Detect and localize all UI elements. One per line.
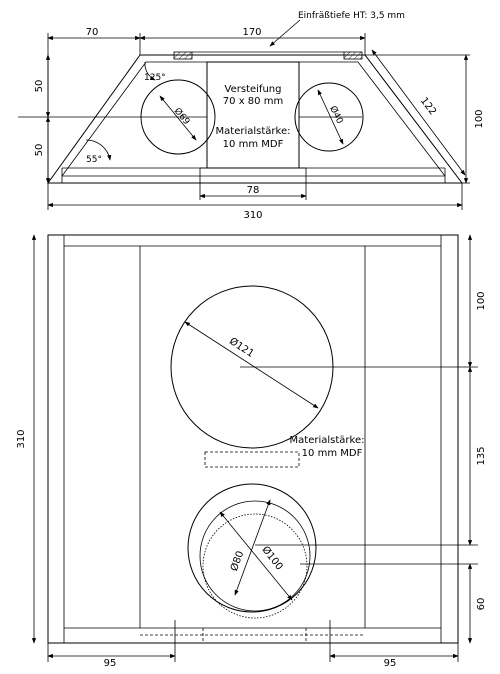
- hatch-left: [173, 51, 193, 60]
- diam-label-front-inner: Ø80: [228, 549, 246, 572]
- front-port-inner: [199, 500, 311, 612]
- dim-label-front-100: 100: [476, 291, 487, 310]
- dim-label-100-right: 100: [474, 109, 485, 128]
- material-front-line2: 10 mm MDF: [302, 448, 363, 459]
- brace-label-line1: Versteifung: [225, 84, 282, 95]
- brace-rect: [206, 61, 300, 169]
- dim-label-122: 122: [418, 96, 438, 118]
- dim-label-170: 170: [242, 27, 261, 38]
- front-view: 310 Ø121 Materialstärke: 10 mm MDF Ø80 Ø…: [16, 234, 487, 669]
- trapezoid-inner: [61, 61, 446, 177]
- trapezoid-outer: [47, 54, 464, 184]
- dim-label-front-310: 310: [16, 429, 27, 448]
- front-port-dotted: [202, 513, 308, 619]
- hole-right-circle: [294, 82, 364, 152]
- angle-arc-bottom: [85, 139, 112, 161]
- diam-label-left: Ø69: [172, 106, 193, 127]
- angle-label-125: 125°: [144, 73, 166, 83]
- material-label-line1: Materialstärke:: [216, 126, 291, 137]
- dim-label-front-95-right: 95: [384, 658, 397, 669]
- front-panel-outer: [47, 234, 459, 644]
- angle-arc-top: [144, 61, 156, 81]
- dim-label-70: 70: [86, 27, 99, 38]
- dim-label-50-upper: 50: [34, 80, 45, 93]
- front-brace-dashed: [204, 451, 300, 468]
- front-port-diam-line-inner: [234, 499, 271, 596]
- dim-label-front-60: 60: [476, 598, 487, 611]
- diam-label-front-outer: Ø100: [259, 544, 285, 573]
- diam-label-front-large: Ø121: [227, 335, 256, 360]
- angle-label-55: 55°: [86, 155, 102, 165]
- front-port-diam-line-outer: [219, 511, 293, 601]
- dim-label-front-95-left: 95: [104, 658, 117, 669]
- brace-foot: [199, 167, 307, 184]
- note-leader: [269, 19, 301, 47]
- top-view: 70 170 Einfräßtiefe HT: 3,5 mm 125° 55° …: [18, 11, 485, 221]
- front-port-outer: [187, 483, 317, 613]
- material-front-line1: Materialstärke:: [290, 435, 365, 446]
- hole-left-diam-line: [159, 95, 197, 141]
- dim-label-50-lower: 50: [34, 144, 45, 157]
- dim-line-122: [371, 49, 466, 176]
- dim-label-310: 310: [243, 210, 262, 221]
- dim-label-78: 78: [247, 185, 260, 196]
- note-insertion-depth: Einfräßtiefe HT: 3,5 mm: [298, 11, 405, 21]
- dim-label-front-135: 135: [476, 446, 487, 465]
- hatch-right: [343, 51, 363, 60]
- brace-label-line2: 70 x 80 mm: [223, 96, 283, 107]
- material-label-line2: 10 mm MDF: [223, 139, 284, 150]
- front-large-diam-line: [184, 321, 319, 409]
